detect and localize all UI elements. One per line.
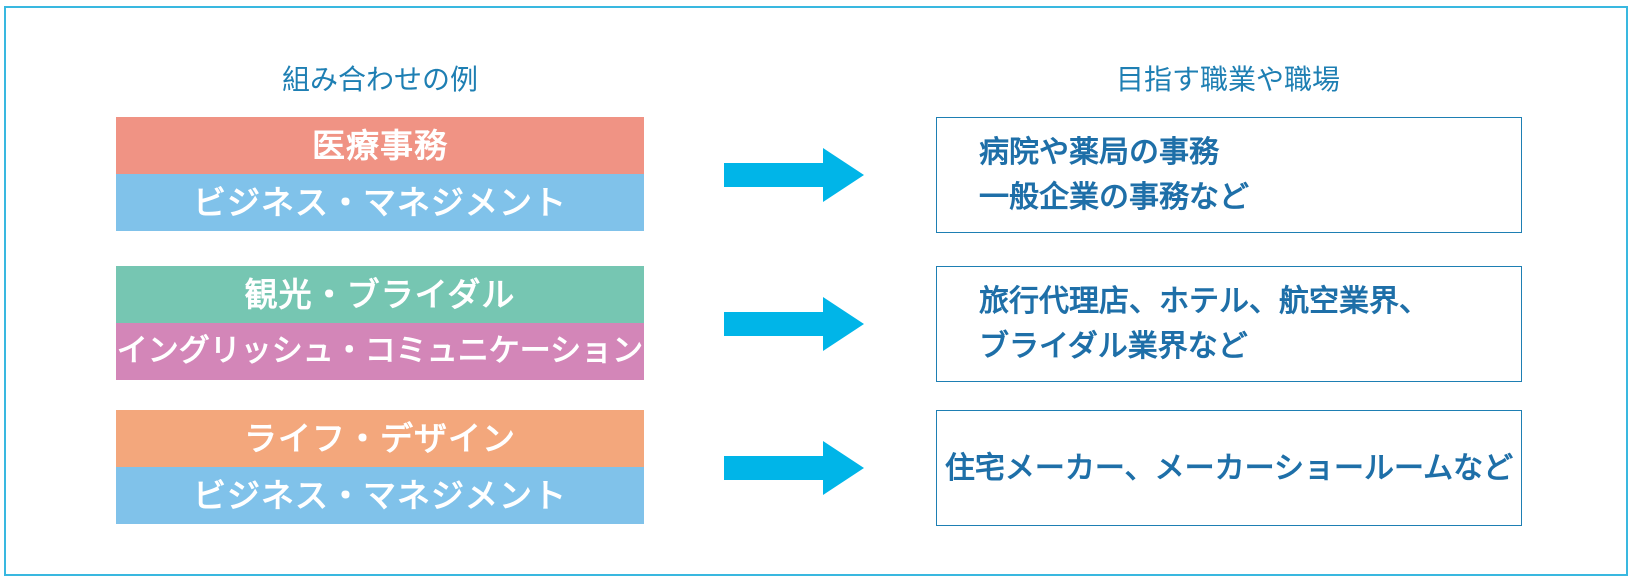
diagram-frame bbox=[4, 6, 1628, 576]
arrow-right-icon bbox=[724, 148, 864, 202]
career-text-line: ブライダル業界など bbox=[979, 329, 1248, 364]
combination-example-1: 医療事務 ビジネス・マネジメント bbox=[116, 117, 644, 231]
course-label-medical-office: 医療事務 bbox=[116, 117, 644, 174]
combination-heading: 組み合わせの例 bbox=[281, 63, 478, 96]
career-text-line: 旅行代理店、ホテル、航空業界、 bbox=[979, 284, 1429, 319]
career-box-3: 住宅メーカー、メーカーショールームなど bbox=[936, 410, 1522, 526]
career-box-2: 旅行代理店、ホテル、航空業界、 ブライダル業界など bbox=[936, 266, 1522, 382]
combination-example-3: ライフ・デザイン ビジネス・マネジメント bbox=[116, 410, 644, 524]
career-text-line: 病院や薬局の事務 bbox=[979, 135, 1219, 170]
arrow-right-icon bbox=[724, 441, 864, 495]
career-box-1: 病院や薬局の事務 一般企業の事務など bbox=[936, 117, 1522, 233]
career-text-line: 住宅メーカー、メーカーショールームなど bbox=[944, 450, 1514, 486]
course-label-tourism-bridal: 観光・ブライダル bbox=[116, 266, 644, 323]
arrow-right-icon bbox=[724, 297, 864, 351]
career-heading: 目指す職業や職場 bbox=[1115, 63, 1340, 96]
course-label-business-management: ビジネス・マネジメント bbox=[116, 174, 644, 231]
course-label-life-design: ライフ・デザイン bbox=[116, 410, 644, 467]
combination-example-2: 観光・ブライダル イングリッシュ・コミュニケーション bbox=[116, 266, 644, 380]
course-label-business-management: ビジネス・マネジメント bbox=[116, 467, 644, 524]
course-label-english-communication: イングリッシュ・コミュニケーション bbox=[116, 323, 644, 380]
career-text-line: 一般企業の事務など bbox=[979, 180, 1249, 215]
